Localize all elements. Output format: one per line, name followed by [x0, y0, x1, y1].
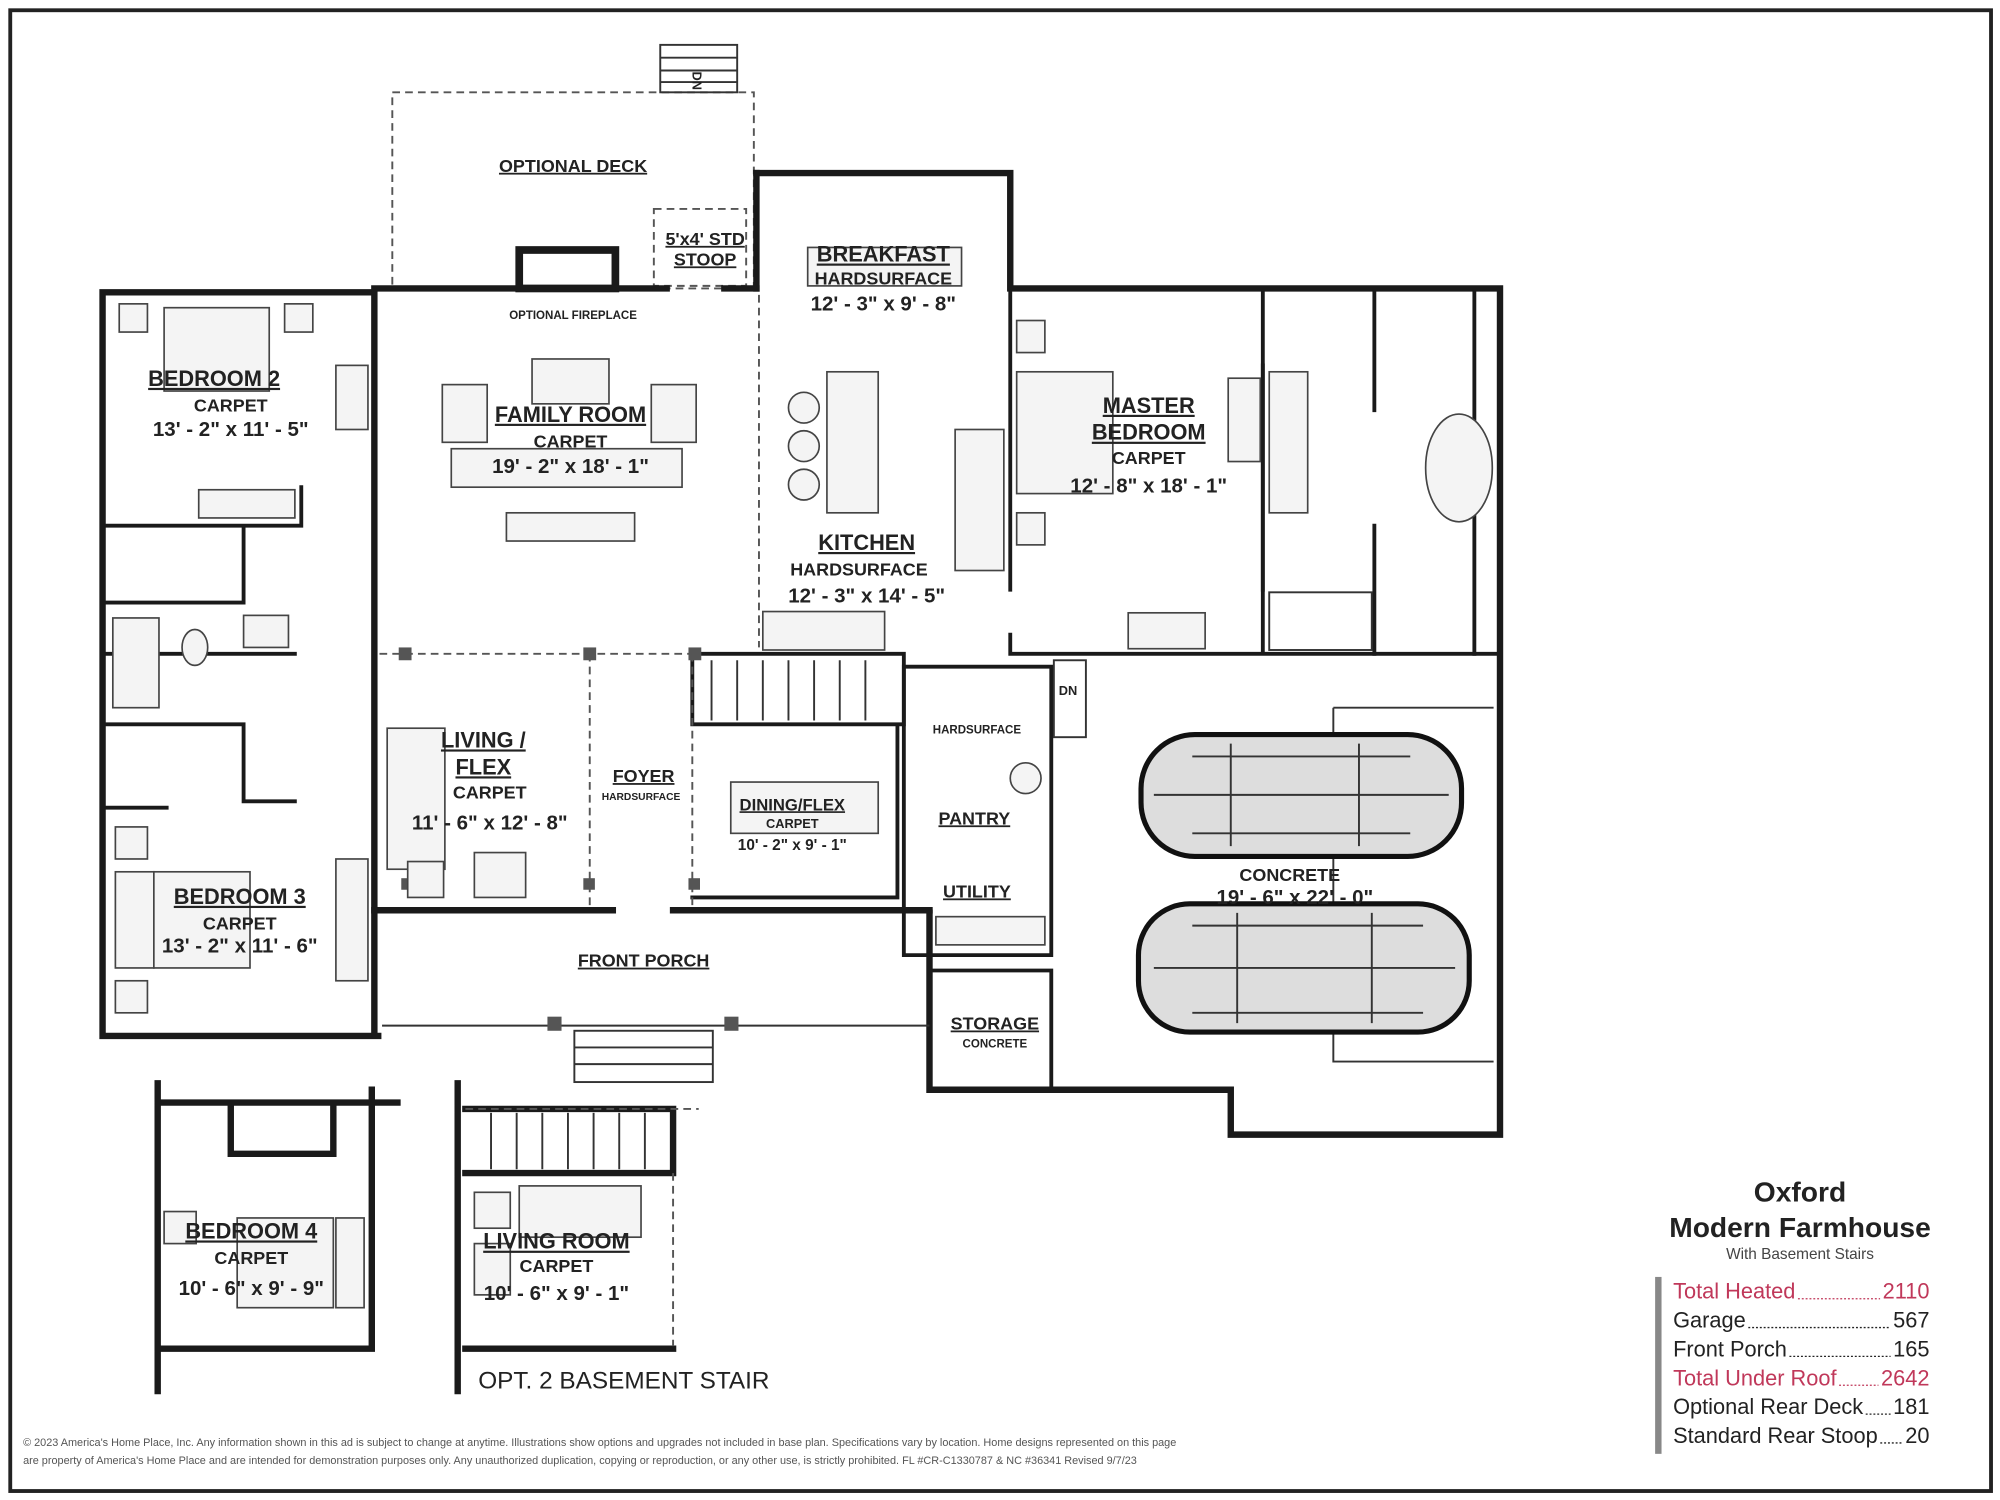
breakfast-dims: 12' - 3" x 9' - 8": [811, 292, 956, 315]
plan-legend: Oxford Modern Farmhouse With Basement St…: [1655, 1175, 1931, 1454]
foyer-name: FOYER: [613, 766, 675, 786]
disclaimer-line-2: are property of America's Home Place and…: [23, 1455, 1137, 1467]
kitchen-dims: 12' - 3" x 14' - 5": [788, 585, 945, 608]
sqft-row: Front Porch 165: [1673, 1336, 1929, 1361]
bedroom3-floor: CARPET: [203, 913, 277, 933]
storage-floor: CONCRETE: [963, 1038, 1028, 1050]
sqft-label: Garage: [1673, 1308, 1746, 1333]
front-porch-name: FRONT PORCH: [578, 951, 710, 971]
sqft-label: Total Heated: [1673, 1279, 1795, 1304]
stoop-label-2: STOOP: [674, 249, 737, 269]
exterior-walls: [99, 169, 1504, 1138]
living-flex-dims: 11' - 6" x 12' - 8": [412, 811, 568, 834]
sqft-value: 2110: [1883, 1279, 1930, 1304]
living-room-floor: CARPET: [520, 1256, 594, 1276]
sqft-label: Standard Rear Stoop: [1673, 1423, 1878, 1448]
sqft-label: Optional Rear Deck: [1673, 1394, 1863, 1419]
sqft-row: Garage 567: [1673, 1308, 1929, 1333]
car-bottom: [1135, 901, 1472, 1035]
front-porch-steps: [398, 647, 739, 1084]
plan-style: Modern Farmhouse: [1669, 1211, 1931, 1243]
bedroom2-name: BEDROOM 2: [148, 366, 280, 391]
basement-stair-option: [454, 1080, 699, 1395]
master-name-2: BEDROOM: [1092, 420, 1206, 445]
storage-name: STORAGE: [951, 1013, 1039, 1033]
garage-floor: CONCRETE: [1239, 865, 1340, 885]
kitchen-name: KITCHEN: [818, 530, 915, 555]
sqft-value: 181: [1893, 1394, 1929, 1419]
stoop-label-1: 5'x4' STD: [665, 229, 744, 249]
breakfast-floor: HARDSURFACE: [815, 269, 953, 289]
furniture: [111, 246, 1494, 1014]
bedroom3-dims: 13' - 2" x 11' - 6": [162, 935, 318, 958]
deck-stair-label: DN: [689, 72, 704, 91]
dining-name: DINING/FLEX: [740, 795, 846, 814]
living-flex-name-2: FLEX: [455, 754, 511, 779]
car-top: [1138, 732, 1465, 859]
sqft-value: 2642: [1881, 1365, 1929, 1390]
sqft-value: 20: [1905, 1423, 1929, 1448]
optional-deck-label: OPTIONAL DECK: [499, 156, 647, 176]
garage-dims: 19' - 6" x 22' - 0": [1216, 886, 1373, 909]
living-flex-name-1: LIVING /: [441, 727, 526, 752]
basement-stair: [710, 660, 867, 721]
kitchen-floor: HARDSURFACE: [790, 560, 928, 580]
interior-walls: [100, 286, 1502, 1092]
dining-floor: CARPET: [766, 816, 819, 831]
sqft-value: 165: [1893, 1336, 1929, 1361]
plan-subtitle: With Basement Stairs: [1726, 1246, 1874, 1263]
sqft-row: Total Heated 2110: [1673, 1279, 1929, 1304]
bedroom2-dims: 13' - 2" x 11' - 5": [153, 418, 309, 441]
option-caption: OPT. 2 BASEMENT STAIR: [478, 1367, 769, 1394]
sqft-label: Total Under Roof: [1673, 1365, 1837, 1390]
foyer-floor: HARDSURFACE: [602, 792, 681, 803]
bedroom3-name: BEDROOM 3: [174, 884, 306, 909]
pantry-name: PANTRY: [938, 808, 1010, 828]
living-flex-floor: CARPET: [453, 783, 527, 803]
garage-steps: [1052, 659, 1087, 739]
master-floor: CARPET: [1112, 448, 1186, 468]
bedroom2-floor: CARPET: [194, 396, 268, 416]
family-room-dims: 19' - 2" x 18' - 1": [492, 455, 649, 478]
family-room-name: FAMILY ROOM: [495, 402, 646, 427]
disclaimer-line-1: © 2023 America's Home Place, Inc. Any in…: [23, 1437, 1176, 1449]
bedroom4-name: BEDROOM 4: [185, 1218, 317, 1243]
dining-dims: 10' - 2" x 9' - 1": [738, 837, 847, 854]
bedroom4-floor: CARPET: [214, 1248, 288, 1268]
bedroom4-dims: 10' - 6" x 9' - 9": [179, 1277, 324, 1300]
sqft-label: Front Porch: [1673, 1336, 1787, 1361]
living-room-name: LIVING ROOM: [483, 1229, 629, 1254]
family-room-floor: CARPET: [534, 431, 608, 451]
bedroom4-option: [154, 1080, 401, 1395]
sqft-row: Standard Rear Stoop 20: [1673, 1423, 1929, 1448]
legend-bar: [1655, 1276, 1662, 1454]
hall-floor: HARDSURFACE: [933, 724, 1022, 736]
sqft-value: 567: [1893, 1308, 1929, 1333]
garage-stair-label: DN: [1059, 683, 1078, 698]
master-name-1: MASTER: [1103, 393, 1195, 418]
master-dims: 12' - 8" x 18' - 1": [1070, 474, 1227, 497]
sqft-row: Total Under Roof 2642: [1673, 1365, 1929, 1390]
utility-name: UTILITY: [943, 881, 1011, 901]
breakfast-name: BREAKFAST: [817, 242, 951, 267]
fireplace-label: OPTIONAL FIREPLACE: [509, 310, 637, 322]
plan-name: Oxford: [1754, 1175, 1846, 1207]
sqft-row: Optional Rear Deck 181: [1673, 1394, 1929, 1419]
living-room-dims: 10' - 6" x 9' - 1": [484, 1282, 629, 1305]
